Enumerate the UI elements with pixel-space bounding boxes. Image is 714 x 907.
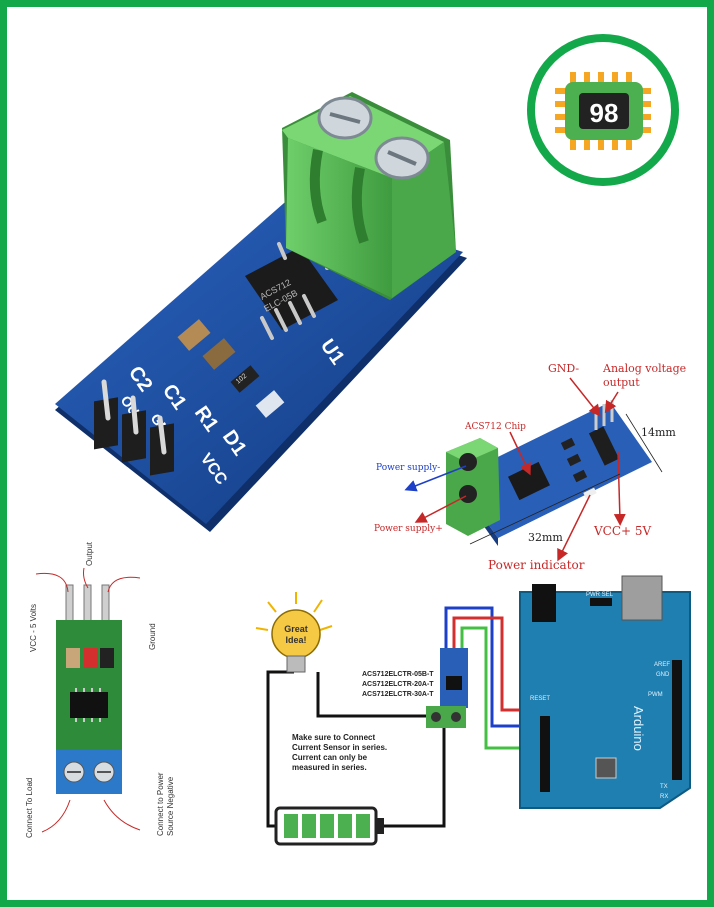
model-30a: ACS712ELCTR-30A-T xyxy=(362,691,434,698)
note-line-3: Current can only be xyxy=(292,753,368,762)
width-dimension: 14mm xyxy=(641,426,676,439)
header-pins xyxy=(94,379,174,476)
arduino-board: Arduino RESET AREF GND PWR SEL TX RX PWM xyxy=(519,575,691,809)
pwr-sel-label: PWR SEL xyxy=(586,592,614,598)
lightbulb-icon: Great Idea! xyxy=(255,592,333,673)
led-d1 xyxy=(255,390,285,418)
reset-label: RESET xyxy=(530,696,550,702)
connect-source-label-1: Connect to Power xyxy=(156,772,165,836)
pin-vcc-label: VCC - 5 Volts xyxy=(29,604,38,652)
capacitor-c1 xyxy=(202,338,236,370)
arduino-label: Arduino xyxy=(631,706,646,751)
chip-icon xyxy=(555,72,651,150)
power-plus-label: Power supply+ xyxy=(374,524,443,534)
connect-load-label: Connect To Load xyxy=(25,778,34,838)
screw-terminal xyxy=(282,92,456,300)
battery-icon xyxy=(274,806,384,846)
ic-chip: ACS712 ELC-05B xyxy=(245,230,342,340)
bulb-text-1: Great xyxy=(284,624,308,634)
note-line-2: Current Sensor in series. xyxy=(292,743,387,752)
brand-logo: 98 xyxy=(527,34,679,186)
chip-label: ACS712 Chip xyxy=(464,422,526,432)
length-dimension: 32mm xyxy=(528,531,563,544)
power-indicator-label: Power indicator xyxy=(488,558,585,572)
note-line-1: Make sure to Connect xyxy=(292,733,375,742)
gnd-pin-label: GND xyxy=(656,672,670,678)
module-photo: ACS712 ELC-05B 102 U1 C2 C1 R1 D1 VCC GN… xyxy=(55,92,467,532)
tx-label: TX xyxy=(660,784,668,790)
pinout-diagram: Output VCC - 5 Volts Ground Connect To L… xyxy=(25,541,175,838)
analog-output-label-2: output xyxy=(603,376,640,389)
aref-label: AREF xyxy=(654,662,670,668)
pin-output-label: Output xyxy=(85,541,94,566)
labeled-module-diagram: GND- Analog voltage output ACS712 Chip P… xyxy=(374,362,686,572)
analog-output-label-1: Analog voltage xyxy=(602,362,686,375)
bulb-text-2: Idea! xyxy=(285,635,306,645)
capacitor-c2 xyxy=(177,319,211,351)
power-minus-label: Power supply- xyxy=(376,463,440,473)
model-05b: ACS712ELCTR-05B-T xyxy=(362,671,434,678)
rx-label: RX xyxy=(660,794,668,800)
resistor-r1 xyxy=(230,365,260,393)
vcc-label: VCC+ 5V xyxy=(593,524,652,538)
connect-source-label-2: Source Negative xyxy=(166,776,175,836)
logo-number: 98 xyxy=(590,98,619,128)
gnd-label: GND- xyxy=(548,362,579,375)
pwm-label: PWM xyxy=(648,692,663,698)
arduino-circuit: Great Idea! Make sure to Connect Current… xyxy=(255,575,691,846)
pin-ground-label: Ground xyxy=(148,623,157,650)
note-line-4: measured in series. xyxy=(292,763,367,772)
sensor-chip xyxy=(70,692,108,718)
model-20a: ACS712ELCTR-20A-T xyxy=(362,681,434,688)
